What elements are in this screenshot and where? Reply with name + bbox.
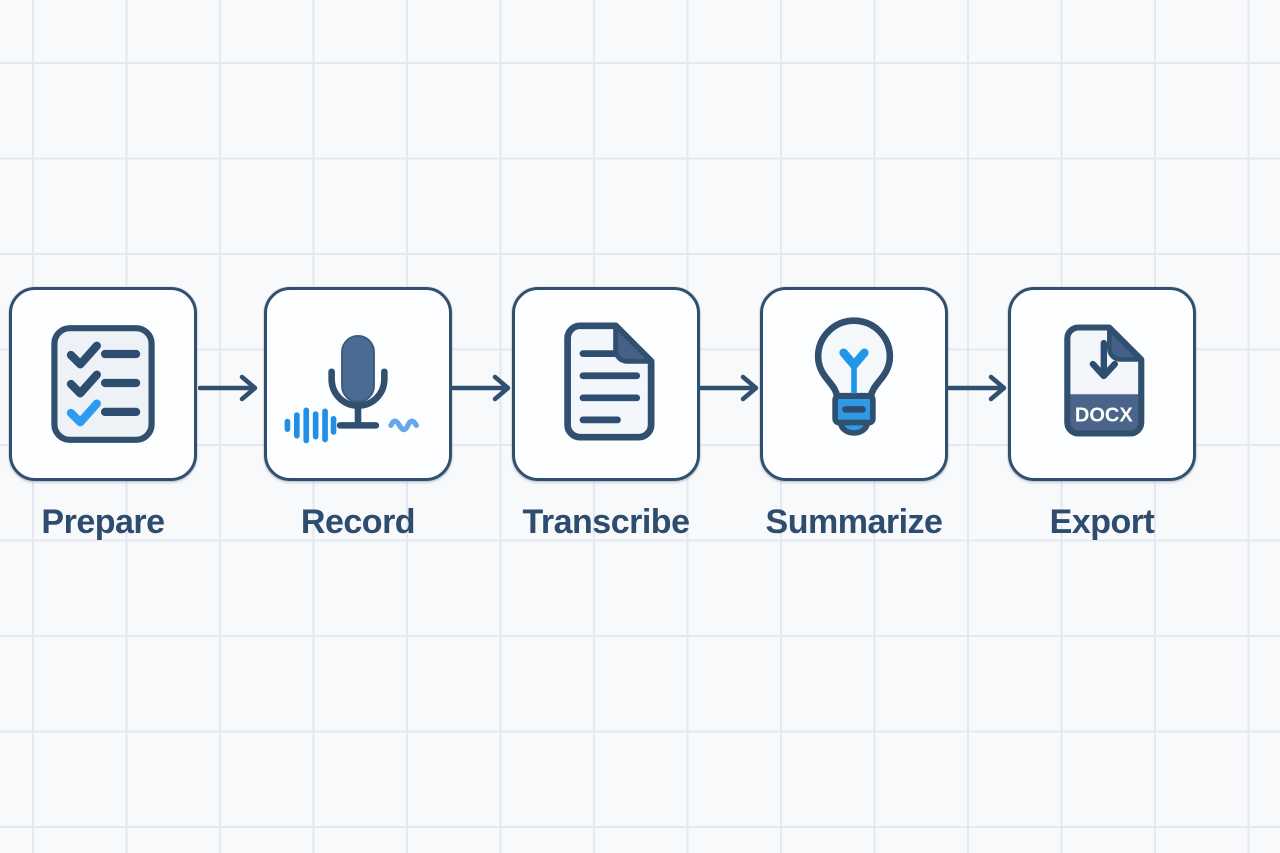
step-label-summarize: Summarize [765,503,943,541]
step-label-export: Export [1049,503,1155,541]
step-label-prepare: Prepare [41,503,165,541]
flow-arrow-icon [947,374,1007,402]
flow-arrow-icon [451,374,511,402]
step-transcribe: Transcribe [512,287,700,541]
step-export-box: DOCX [1008,287,1196,481]
step-summarize-box [760,287,948,481]
step-prepare: Prepare [9,287,197,541]
step-record: Record [264,287,452,541]
docx-file-icon: DOCX [1064,324,1145,436]
step-record-box [264,287,452,481]
microphone-icon [284,334,419,443]
flow-arrow-icon [198,374,258,402]
step-label-transcribe: Transcribe [522,503,690,541]
step-prepare-box [9,287,197,481]
flow-arrow-icon [699,374,759,402]
step-export: DOCX Export [1008,287,1196,541]
step-label-record: Record [300,503,416,541]
document-icon [564,321,655,441]
checklist-icon [51,325,155,443]
docx-badge-text: DOCX [1075,404,1134,426]
step-transcribe-box [512,287,700,481]
step-summarize: Summarize [760,287,948,541]
lightbulb-icon [814,317,894,436]
